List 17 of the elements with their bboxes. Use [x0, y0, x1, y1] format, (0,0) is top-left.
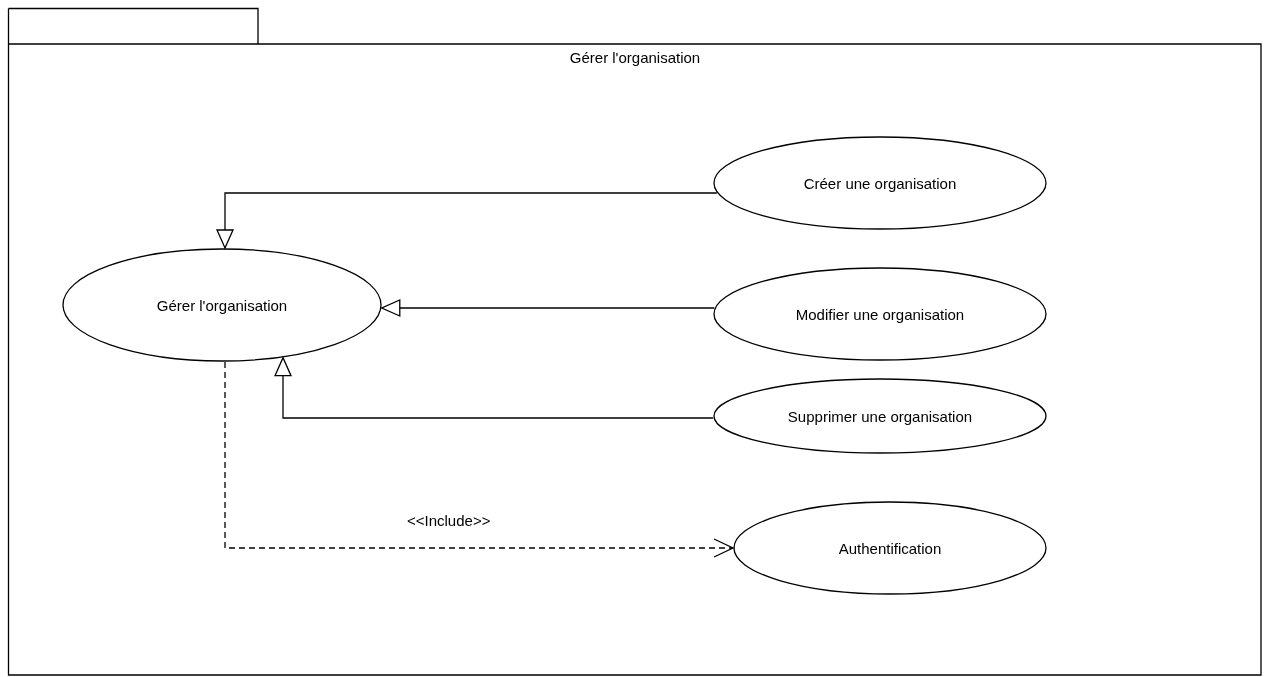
stereotype-label: <<Include>>: [407, 512, 491, 529]
include-arrow: [224, 361, 734, 558]
use-case-ellipse: [713, 378, 1047, 454]
package-frame: [8, 8, 1262, 676]
use-case-ellipse: [62, 248, 382, 362]
generalization-arrow: [381, 299, 715, 317]
use-case-name: Authentification: [838, 539, 942, 557]
use-case-name: Créer une organisation: [803, 174, 957, 192]
use-case-name: Modifier une organisation: [795, 305, 965, 323]
generalization-arrow: [274, 357, 714, 419]
use-case-ellipse: [713, 267, 1047, 361]
use-case-name: Supprimer une organisation: [787, 407, 973, 425]
use-case-ellipse: [733, 501, 1047, 595]
use-case-ellipse: [713, 136, 1047, 230]
use-case-name: Gérer l'organisation: [156, 296, 288, 314]
generalization-arrow: [216, 192, 718, 249]
package-name: Gérer l'organisation: [569, 49, 701, 66]
